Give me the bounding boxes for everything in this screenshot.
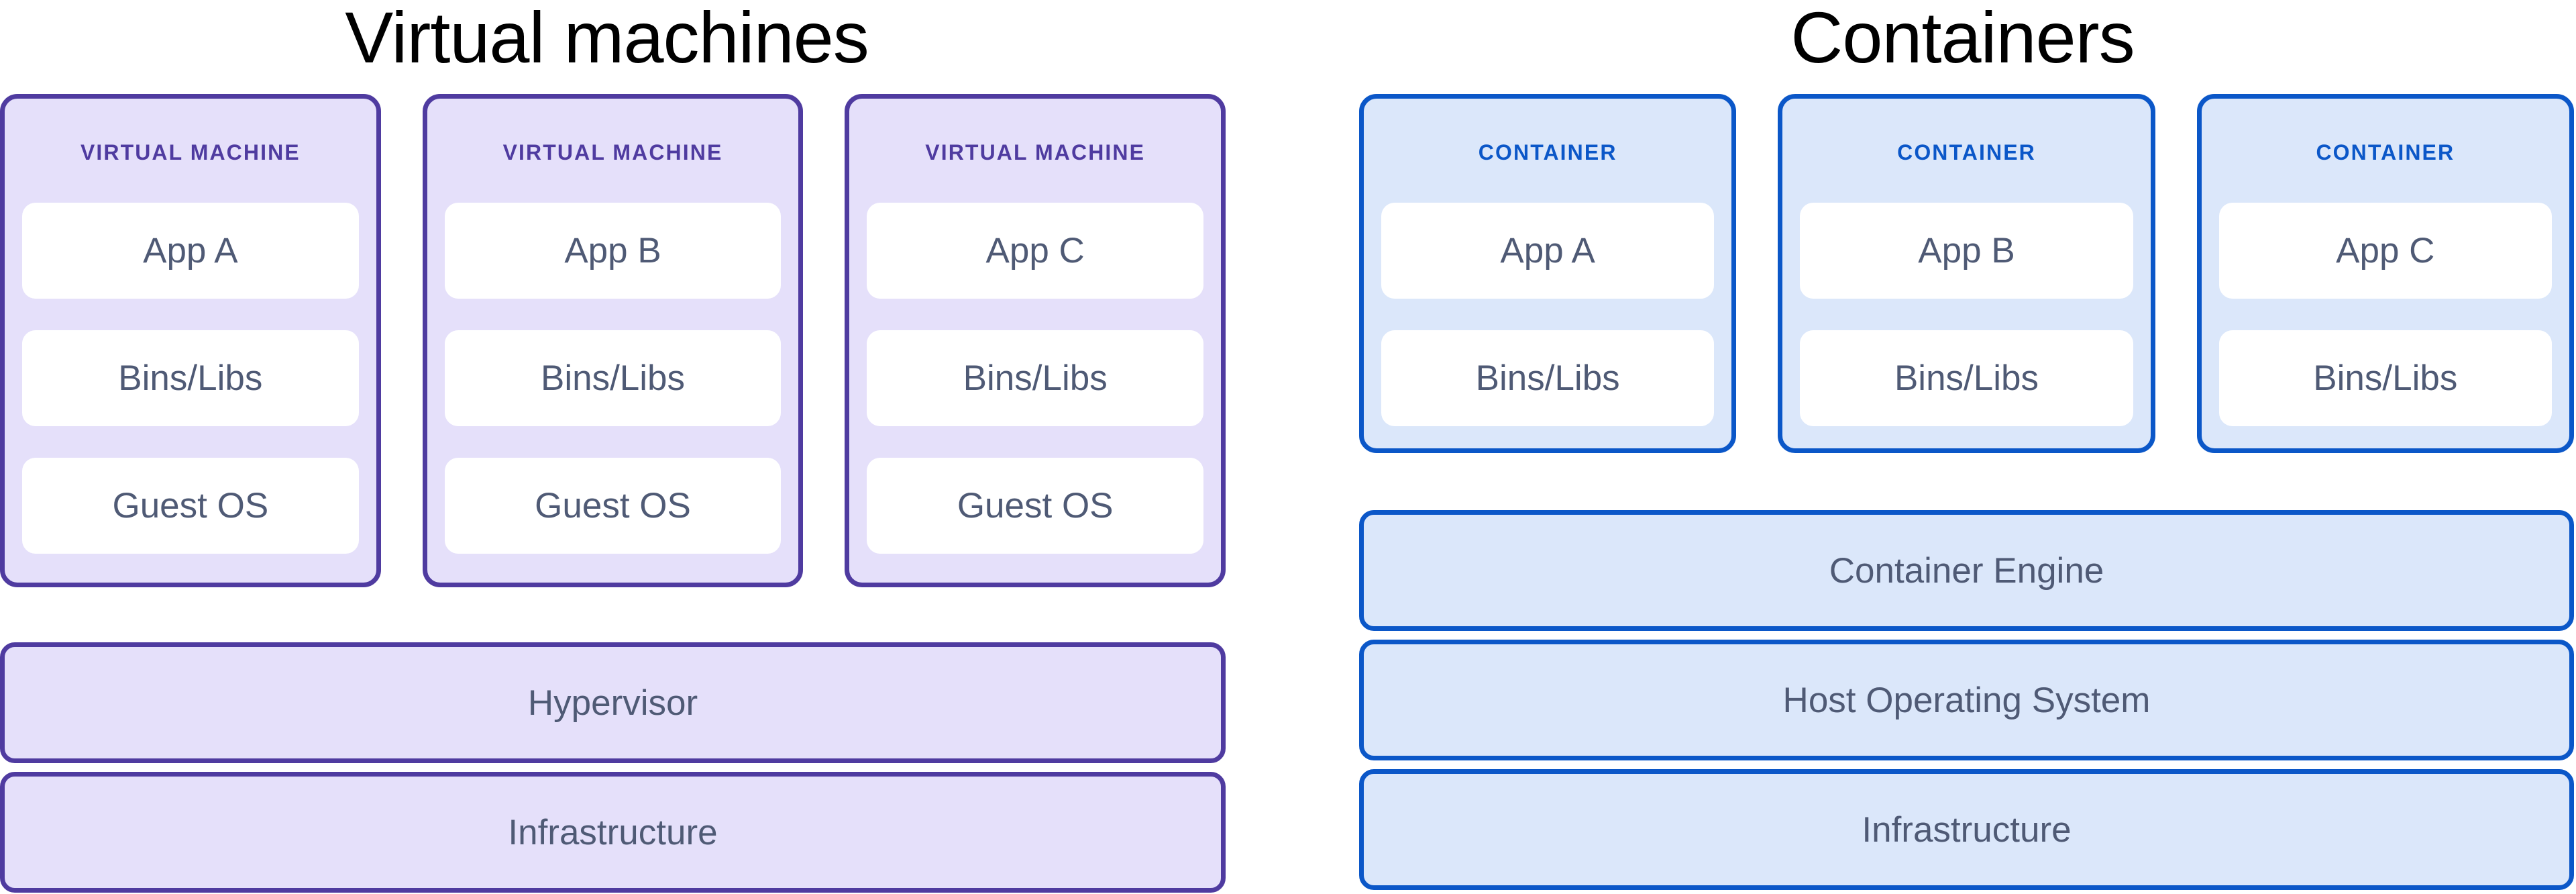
container-card-3-slot-app: App C xyxy=(2218,203,2552,299)
host-operating-system-bar: Host Operating System xyxy=(1359,640,2574,760)
hypervisor-bar: Hypervisor xyxy=(0,642,1226,763)
virtual-machine-card-3-slot-app: App C xyxy=(867,203,1204,299)
containers-title: Containers xyxy=(1790,0,2135,78)
container-card-3-header: CONTAINER xyxy=(2316,140,2455,164)
virtual-machine-card-1: VIRTUAL MACHINE App A Bins/Libs Guest OS xyxy=(0,94,381,587)
virtual-machine-card-2-slot-app: App B xyxy=(444,203,782,299)
virtual-machine-card-1-slot-app: App A xyxy=(22,203,359,299)
virtual-machine-card-3-slot-guestos: Guest OS xyxy=(867,458,1204,554)
container-card-2-header: CONTAINER xyxy=(1897,140,2036,164)
virtual-machine-card-2-header: VIRTUAL MACHINE xyxy=(502,140,723,164)
virtual-machine-card-1-slot-guestos: Guest OS xyxy=(22,458,359,554)
virtual-machine-card-1-header: VIRTUAL MACHINE xyxy=(80,140,301,164)
virtual-machines-title: Virtual machines xyxy=(345,0,869,78)
virtual-machine-card-3: VIRTUAL MACHINE App C Bins/Libs Guest OS xyxy=(845,94,1226,587)
virtual-machine-card-2-slot-binslibs: Bins/Libs xyxy=(444,330,782,426)
virtual-machine-card-3-slot-binslibs: Bins/Libs xyxy=(867,330,1204,426)
container-card-row: CONTAINER App A Bins/Libs CONTAINER App … xyxy=(1357,94,2576,453)
container-card-1-slot-app: App A xyxy=(1381,203,1715,299)
virtual-machines-infrastructure-bar: Infrastructure xyxy=(0,772,1226,893)
container-card-3-slot-binslibs: Bins/Libs xyxy=(2218,330,2552,426)
container-card-2-slot-app: App B xyxy=(1800,203,2133,299)
containers-column: Containers CONTAINER App A Bins/Libs CON… xyxy=(1357,0,2576,894)
container-engine-bar: Container Engine xyxy=(1359,510,2574,631)
container-card-1-header: CONTAINER xyxy=(1478,140,1617,164)
container-card-1: CONTAINER App A Bins/Libs xyxy=(1359,94,1737,453)
virtual-machine-card-row: VIRTUAL MACHINE App A Bins/Libs Guest OS… xyxy=(0,94,1226,587)
container-card-2-slot-binslibs: Bins/Libs xyxy=(1800,330,2133,426)
container-card-1-slot-binslibs: Bins/Libs xyxy=(1381,330,1715,426)
virtual-machines-column: Virtual machines VIRTUAL MACHINE App A B… xyxy=(0,0,1226,894)
virtual-machine-card-1-slot-binslibs: Bins/Libs xyxy=(22,330,359,426)
virtual-machine-card-2: VIRTUAL MACHINE App B Bins/Libs Guest OS xyxy=(422,94,804,587)
virtual-machine-card-2-slot-guestos: Guest OS xyxy=(444,458,782,554)
container-card-2: CONTAINER App B Bins/Libs xyxy=(1778,94,2155,453)
containers-infrastructure-bar: Infrastructure xyxy=(1359,769,2574,890)
container-card-3: CONTAINER App C Bins/Libs xyxy=(2196,94,2574,453)
virtual-machine-card-3-header: VIRTUAL MACHINE xyxy=(925,140,1146,164)
